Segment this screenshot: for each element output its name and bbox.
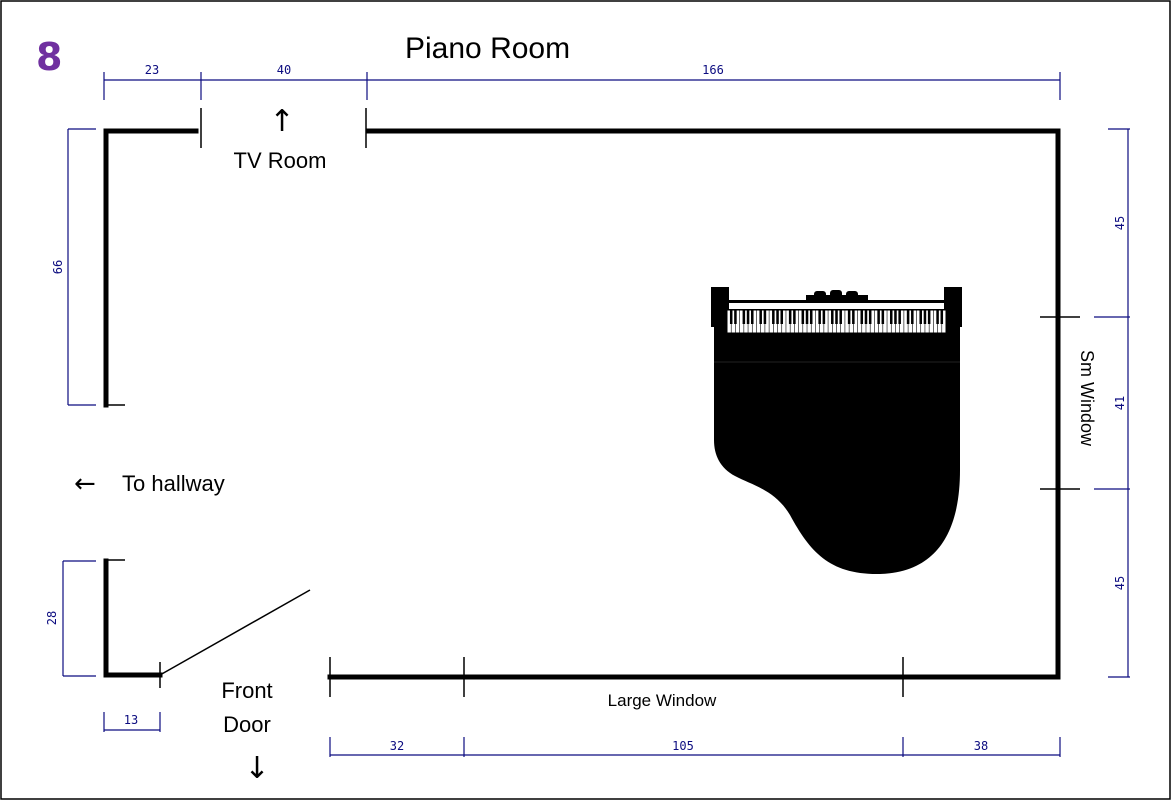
piano-black-key (776, 310, 779, 324)
dim-bottom-window: 105 (672, 739, 694, 753)
piano-black-key (780, 310, 784, 324)
piano-black-key (839, 310, 842, 324)
dim-right-upper: 45 (1113, 216, 1127, 230)
dimensions-right: 45 41 45 (1094, 128, 1130, 678)
dimensions-left: 66 28 (45, 128, 96, 677)
piano-black-key (763, 310, 767, 324)
dim-right-lower: 45 (1113, 576, 1127, 590)
piano-black-key (894, 310, 897, 324)
piano-black-key (793, 310, 796, 324)
piano-black-key (751, 310, 754, 324)
piano-black-key (818, 310, 821, 324)
piano-black-key (877, 310, 880, 324)
piano-black-key (847, 310, 851, 324)
piano-black-key (759, 310, 762, 324)
piano-black-key (835, 310, 838, 324)
dim-bottom-door-return: 13 (124, 713, 138, 727)
dim-top-tv-opening: 40 (277, 63, 291, 77)
piano-black-key (729, 310, 733, 324)
piano-black-key (801, 310, 805, 324)
piano-black-key (940, 310, 944, 324)
dim-bottom-right: 38 (974, 739, 988, 753)
piano-black-key (822, 310, 826, 324)
dimensions-bottom: 13 32 105 38 (103, 712, 1061, 757)
piano-black-key (805, 310, 809, 324)
grand-piano-icon (711, 287, 962, 575)
page-title: Piano Room (405, 32, 570, 65)
piano-black-key (809, 310, 813, 324)
piano-black-key (923, 310, 927, 324)
left-arrow-icon: ← (74, 469, 96, 499)
piano-black-key (788, 310, 792, 324)
dim-top-right: 166 (702, 63, 724, 77)
tv-room-label: TV Room (234, 148, 327, 173)
piano-black-key (831, 310, 834, 324)
up-arrow-icon: ↑ (269, 104, 294, 139)
down-arrow-icon: ↓ (244, 751, 269, 786)
wall-top-left (103, 128, 199, 408)
piano-black-key (742, 310, 746, 324)
dimensions-top: 23 40 166 (103, 63, 1061, 100)
front-door-swing (159, 589, 311, 676)
dim-left-lower: 28 (45, 611, 59, 625)
walls (103, 128, 1061, 680)
piano-black-key (746, 310, 750, 324)
piano-keys (729, 310, 944, 333)
dim-right-window: 41 (1113, 396, 1127, 410)
piano-black-key (898, 310, 901, 324)
piano-black-key (868, 310, 872, 324)
piano-black-key (860, 310, 864, 324)
piano-black-key (927, 310, 931, 324)
page-number: 8 (36, 35, 62, 79)
piano-black-key (852, 310, 855, 324)
piano-black-key (772, 310, 775, 324)
piano-black-key (734, 310, 737, 324)
piano-black-key (919, 310, 922, 324)
wall-top-right-bottom (327, 128, 1061, 680)
piano-black-key (911, 310, 914, 324)
wall-bottom-left (103, 558, 163, 678)
piano-black-key (906, 310, 910, 324)
to-hallway-label: To hallway (122, 471, 225, 496)
piano-black-key (889, 310, 893, 324)
piano-black-key (936, 310, 939, 324)
dim-bottom-left: 32 (390, 739, 404, 753)
dim-left-upper: 66 (51, 260, 65, 274)
opening-ticks (104, 108, 1080, 697)
front-door-label-line1: Front (221, 678, 272, 703)
dim-top-left: 23 (145, 63, 159, 77)
large-window-label: Large Window (608, 691, 717, 710)
piano-black-key (881, 310, 885, 324)
sm-window-label: Sm Window (1077, 350, 1097, 447)
piano-black-key (864, 310, 868, 324)
front-door-label-line2: Door (223, 712, 271, 737)
